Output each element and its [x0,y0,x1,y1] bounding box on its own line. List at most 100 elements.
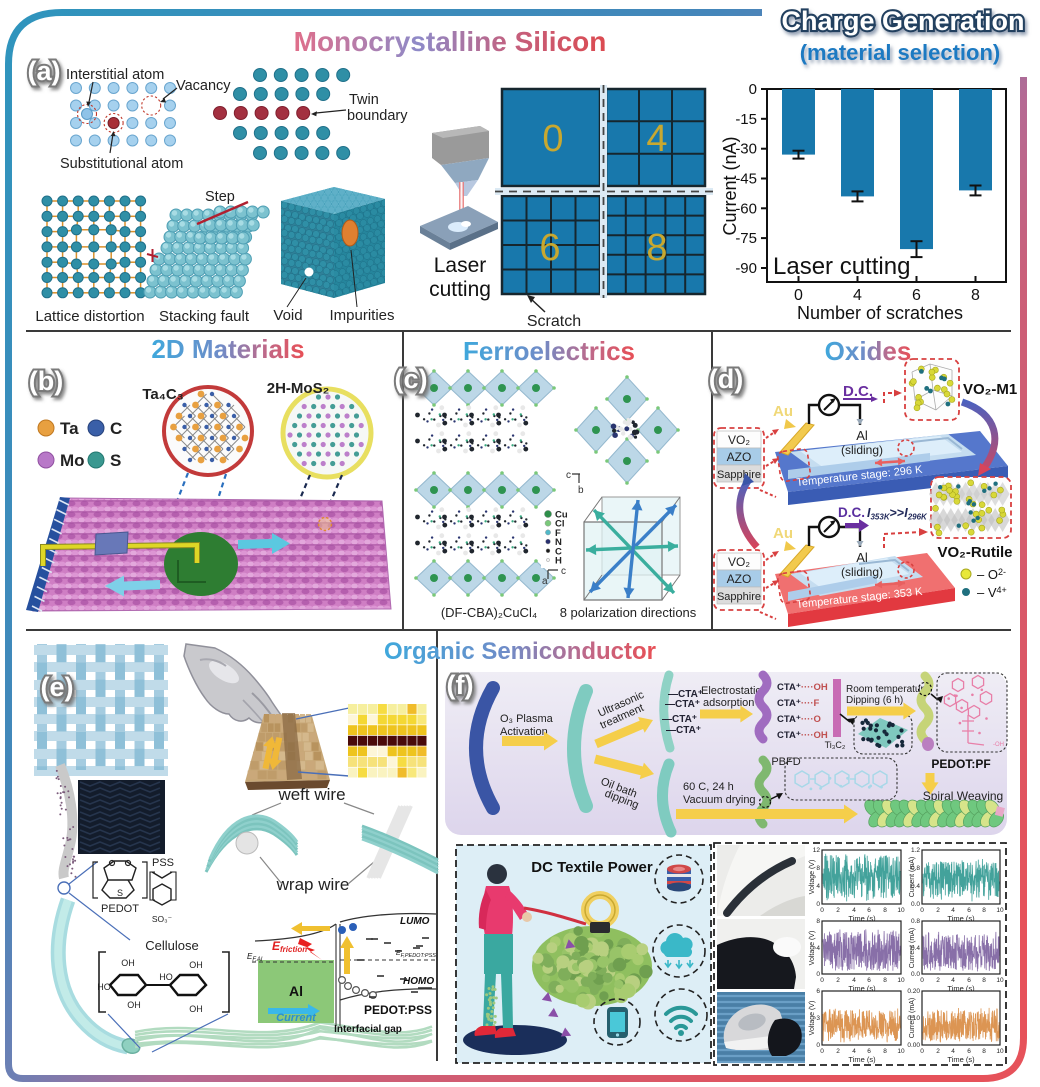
svg-text:Lattice distortion: Lattice distortion [35,308,144,325]
svg-text:-90: -90 [735,260,757,277]
svg-text:Current (nA): Current (nA) [720,136,740,235]
svg-text:0.8: 0.8 [911,865,920,872]
svg-text:Room temperature: Room temperature [846,684,930,695]
svg-text:6: 6 [967,1048,971,1055]
svg-text:—CTA⁺: —CTA⁺ [668,689,703,700]
svg-text:6: 6 [912,287,921,304]
svg-text:Ta: Ta [60,419,79,438]
svg-text:Number of scratches: Number of scratches [797,303,963,323]
svg-text:CTA⁺····OH: CTA⁺····OH [777,682,828,693]
svg-text:10: 10 [897,907,905,914]
svg-text:Al: Al [289,983,303,999]
svg-text:8: 8 [816,865,820,872]
svg-text:4: 4 [646,118,667,160]
svg-text:8: 8 [883,907,887,914]
svg-text:-15: -15 [735,111,757,128]
svg-text:3: 3 [816,1015,820,1022]
svg-text:Au: Au [773,403,793,420]
svg-text:-60: -60 [735,200,757,217]
svg-text:Substitutional atom: Substitutional atom [60,156,183,172]
svg-text:D.C.: D.C. [843,383,873,400]
svg-text:6: 6 [539,227,560,269]
svg-text:-75: -75 [735,230,757,247]
svg-text:Sapphire: Sapphire [717,469,761,481]
svg-text:0: 0 [749,81,757,98]
svg-text:S: S [117,888,123,898]
svg-text:0.8: 0.8 [911,918,920,925]
svg-text:a: a [542,576,548,587]
svg-text:6: 6 [867,907,871,914]
svg-text:HOMO: HOMO [403,976,434,987]
svg-text:8: 8 [646,227,667,269]
svg-text:10: 10 [996,907,1004,914]
svg-text:Oxides: Oxides [825,336,912,366]
svg-text:(sliding): (sliding) [841,443,883,457]
svg-text:-30: -30 [735,141,757,158]
svg-text:6: 6 [816,988,820,995]
svg-text:2: 2 [836,977,840,984]
svg-text:Cellulose: Cellulose [145,938,198,953]
svg-text:8: 8 [883,1048,887,1055]
svg-text:Current (mA): Current (mA) [909,998,916,1038]
svg-text:(sliding): (sliding) [841,565,883,579]
svg-text:10: 10 [996,1048,1004,1055]
svg-text:F: F [555,528,561,539]
svg-text:Time (s): Time (s) [947,984,975,993]
svg-text:OH: OH [127,1000,141,1010]
svg-text:8: 8 [982,977,986,984]
svg-text:Time (s): Time (s) [947,914,975,923]
svg-text:CTA⁺····OH: CTA⁺····OH [777,730,828,741]
svg-text:0: 0 [816,1042,820,1049]
svg-text:Stacking fault: Stacking fault [159,308,250,325]
svg-text:0: 0 [920,1048,924,1055]
svg-text:PSS: PSS [152,857,174,869]
svg-text:0: 0 [820,977,824,984]
svg-text:Time (s): Time (s) [947,1055,975,1064]
svg-text:0: 0 [820,907,824,914]
svg-text:Interstitial atom: Interstitial atom [66,67,164,83]
svg-text:2: 2 [836,1048,840,1055]
svg-text:4: 4 [852,977,856,984]
svg-text:EF,PEDOT:PSS: EF,PEDOT:PSS [396,950,436,959]
svg-text:(e): (e) [41,672,74,702]
svg-text:Impurities: Impurities [329,307,394,324]
svg-text:OH: OH [121,958,135,968]
svg-text:DC Textile Power: DC Textile Power [531,859,653,876]
svg-text:VO₂-M1: VO₂-M1 [963,381,1017,398]
svg-text:6: 6 [867,977,871,984]
svg-text:2: 2 [936,907,940,914]
svg-text:(b): (b) [29,366,63,396]
svg-text:0: 0 [920,977,924,984]
svg-text:Monocrystalline Silicon: Monocrystalline Silicon [294,26,607,57]
svg-text:SO₃⁻: SO₃⁻ [152,914,173,924]
svg-text:Current (mA): Current (mA) [909,928,916,968]
svg-text:2: 2 [836,907,840,914]
svg-text:LUMO: LUMO [400,916,430,927]
svg-text:8: 8 [982,1048,986,1055]
svg-text:Time (s): Time (s) [848,1055,876,1064]
svg-text:Sapphire: Sapphire [717,591,761,603]
svg-text:HO: HO [97,982,111,992]
svg-text:PEDOT:PSS: PEDOT:PSS [364,1003,432,1017]
svg-text:Ti₃C₂: Ti₃C₂ [825,740,846,750]
svg-text:Step: Step [205,189,235,205]
svg-text:cutting: cutting [429,278,491,301]
svg-text:—CTA⁺: —CTA⁺ [662,714,697,725]
svg-text:C: C [555,546,562,557]
svg-text:10: 10 [996,977,1004,984]
svg-text:C: C [110,419,122,438]
svg-text:(f): (f) [447,670,474,700]
svg-text:CTA⁺····F: CTA⁺····F [777,698,819,709]
svg-text:Voltage (V): Voltage (V) [809,931,816,966]
svg-text:AZO: AZO [727,450,752,464]
svg-text:PEDOT:PF: PEDOT:PF [931,757,990,771]
svg-text:Voltage (V): Voltage (V) [809,860,816,895]
svg-text:4: 4 [951,977,955,984]
svg-text:Vacancy: Vacancy [176,78,231,94]
svg-text:boundary: boundary [347,108,408,124]
svg-text:VO₂: VO₂ [728,433,750,447]
svg-text:0.0: 0.0 [911,971,920,978]
svg-text:6: 6 [867,1048,871,1055]
svg-text:0: 0 [794,287,803,304]
svg-text:Spiral Weaving: Spiral Weaving [923,789,1003,803]
